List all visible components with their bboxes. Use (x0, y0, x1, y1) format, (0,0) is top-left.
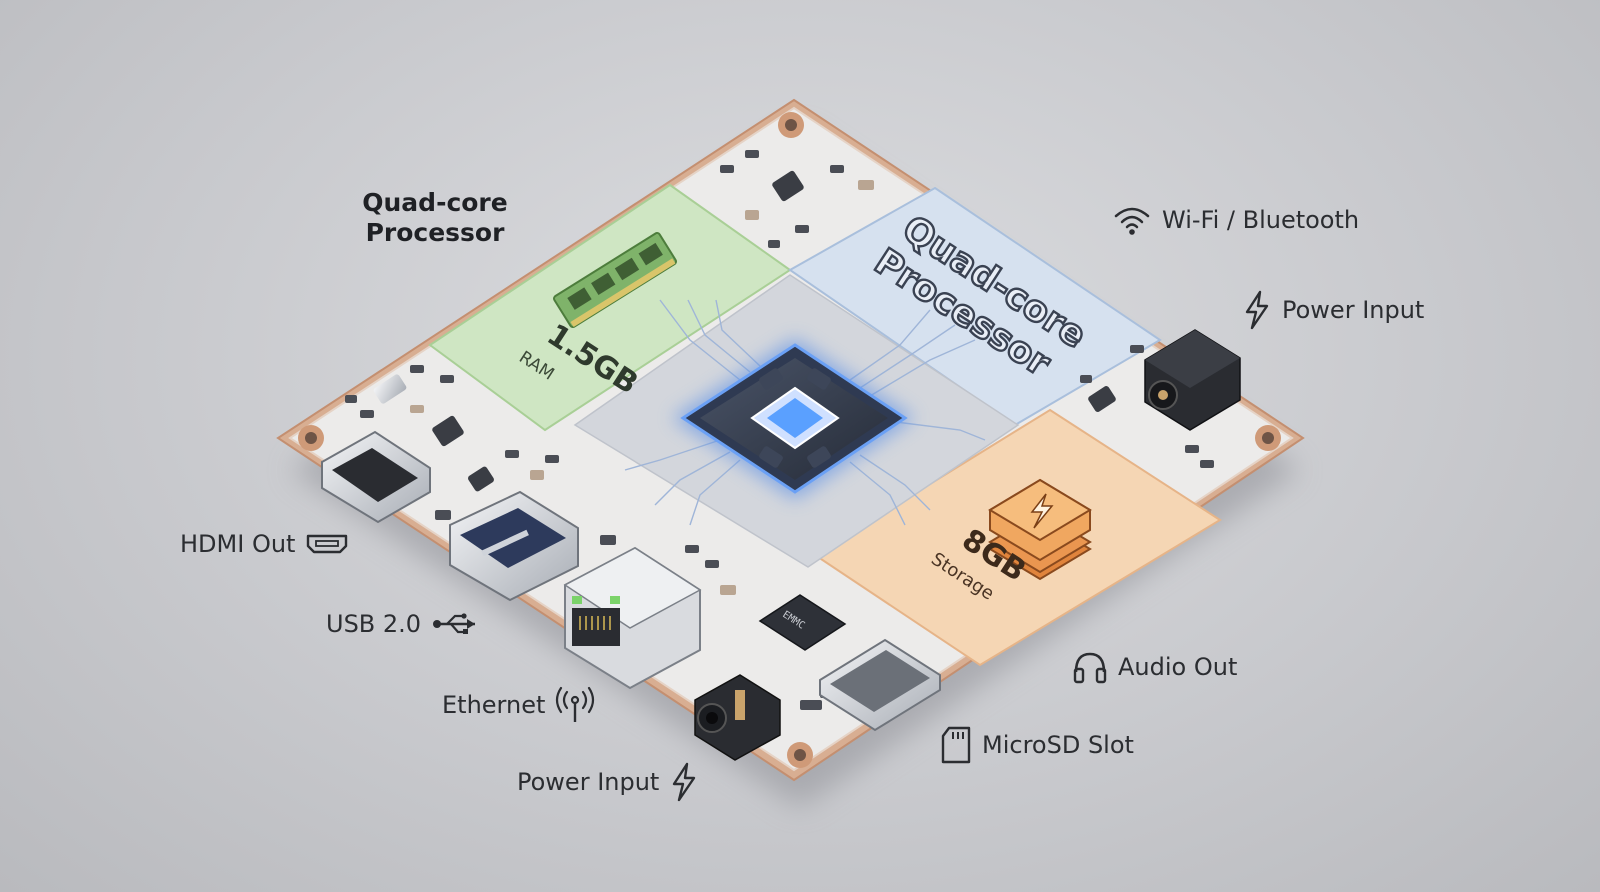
wifi-icon (1114, 207, 1150, 235)
processor-heading: Quad-core Processor (350, 188, 520, 248)
power-bottom-label: Power Input (517, 768, 660, 796)
callout-audio: Audio Out (1072, 650, 1237, 684)
usb-label: USB 2.0 (326, 610, 422, 638)
ethernet-label: Ethernet (442, 691, 546, 719)
sd-card-icon (941, 726, 971, 764)
callout-wifi: Wi-Fi / Bluetooth (1112, 204, 1359, 236)
callout-ethernet: Ethernet (442, 686, 595, 724)
processor-heading-line1: Quad-core (362, 188, 508, 217)
hdmi-port (321, 430, 431, 524)
antenna-icon (556, 686, 595, 722)
smd-components (345, 150, 1214, 710)
processor-chip (672, 338, 915, 500)
emmc-chip: EMMC (758, 594, 847, 651)
hdmi-icon (307, 534, 348, 554)
ram-zone (428, 183, 792, 432)
microsd-slot (819, 638, 941, 732)
ram-module-icon (553, 232, 677, 328)
mounting-holes (298, 112, 1281, 768)
callout-power-right: Power Input (1242, 290, 1424, 330)
callout-usb: USB 2.0 (326, 610, 481, 638)
audio-label: Audio Out (1118, 653, 1238, 681)
microsd-label: MicroSD Slot (982, 731, 1134, 759)
audio-jack (694, 674, 781, 761)
chip-traces (624, 299, 986, 526)
hdmi-label: HDMI Out (180, 530, 296, 558)
callout-hdmi: HDMI Out (180, 530, 349, 558)
headphones-icon (1073, 652, 1107, 684)
bolt-icon (1245, 290, 1269, 330)
bolt-icon (673, 762, 696, 802)
ethernet-port (563, 546, 702, 690)
power-right-label: Power Input (1282, 296, 1425, 324)
dc-power-jack (1144, 329, 1241, 431)
processor-heading-line2: Processor (365, 218, 505, 247)
callout-microsd: MicroSD Slot (940, 726, 1134, 764)
callout-power-bottom: Power Input (517, 762, 699, 802)
usb-port (449, 490, 579, 602)
wifi-label: Wi-Fi / Bluetooth (1162, 206, 1360, 234)
usb-icon (433, 613, 476, 634)
storage-chip-icon (988, 478, 1092, 581)
